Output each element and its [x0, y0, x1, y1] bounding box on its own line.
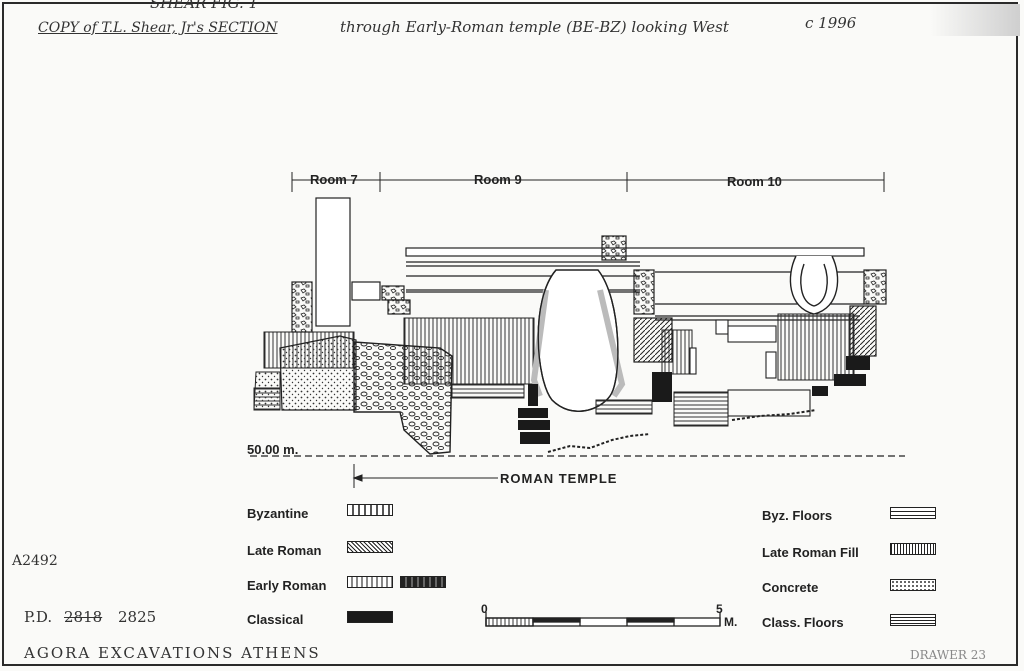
legend-byz-floors-label: Byz. Floors [762, 508, 833, 523]
room-label-10: Room 10 [727, 174, 782, 189]
legend-byzantine-swatch [347, 504, 393, 516]
title-date: c 1996 [805, 14, 857, 32]
legend-byz-floors-swatch [890, 507, 936, 519]
legend-late-roman-swatch [347, 541, 393, 553]
room-label-9: Room 9 [474, 172, 522, 187]
temple-label: ROMAN TEMPLE [500, 471, 618, 486]
temple-dimension [352, 464, 498, 488]
scale-start: 0 [481, 602, 488, 616]
ground-strokes [547, 409, 817, 453]
legend-late-roman-fill-label: Late Roman Fill [762, 545, 859, 560]
legend-classical-swatch [347, 611, 393, 623]
room-label-7: Room 7 [310, 172, 358, 187]
drawer-label: DRAWER 23 [910, 648, 987, 662]
room7-posts [315, 197, 351, 327]
scale-bar [485, 612, 721, 627]
scale-unit: M. [724, 615, 738, 629]
legend-concrete-swatch [890, 579, 936, 591]
byzantine-blocks [291, 235, 887, 333]
scale-end: 5 [716, 602, 723, 616]
level-label: 50.00 m. [247, 442, 299, 457]
early-roman-masonry [353, 341, 453, 455]
legend-early-roman-swatch [347, 576, 393, 588]
title-underlined: COPY of T.L. Shear, Jr's SECTION [38, 20, 278, 36]
archive-label: AGORA EXCAVATIONS ATHENS [24, 644, 321, 662]
legend-concrete-label: Concrete [762, 580, 819, 595]
classical-blocks [518, 356, 870, 444]
top-fragment-text: SHEAR FIG. 1 [150, 0, 259, 12]
legend-classical-label: Classical [247, 612, 304, 627]
pd-new: 2825 [118, 608, 157, 626]
title-rest: through Early-Roman temple (BE-BZ) looki… [340, 18, 729, 36]
late-roman-blocks [633, 305, 877, 363]
legend-late-roman-label: Late Roman [247, 543, 322, 558]
room-dimension-lines [291, 172, 885, 192]
pd-old: 2818 [64, 608, 103, 626]
arch-element [789, 255, 839, 315]
legend-late-roman-fill-swatch [890, 543, 936, 555]
legend-early-roman-label: Early Roman [247, 578, 327, 593]
central-pit [530, 269, 626, 412]
concrete-fill [253, 335, 357, 411]
legend-class-floors-swatch [890, 614, 936, 626]
legend-class-floors-label: Class. Floors [762, 615, 844, 630]
legend-byzantine-label: Byzantine [247, 506, 309, 521]
pd-label: P.D. [24, 608, 53, 626]
scan-shadow [930, 4, 1020, 36]
catalog-number: A2492 [12, 553, 58, 569]
legend-early-roman-swatch-2 [400, 576, 446, 588]
